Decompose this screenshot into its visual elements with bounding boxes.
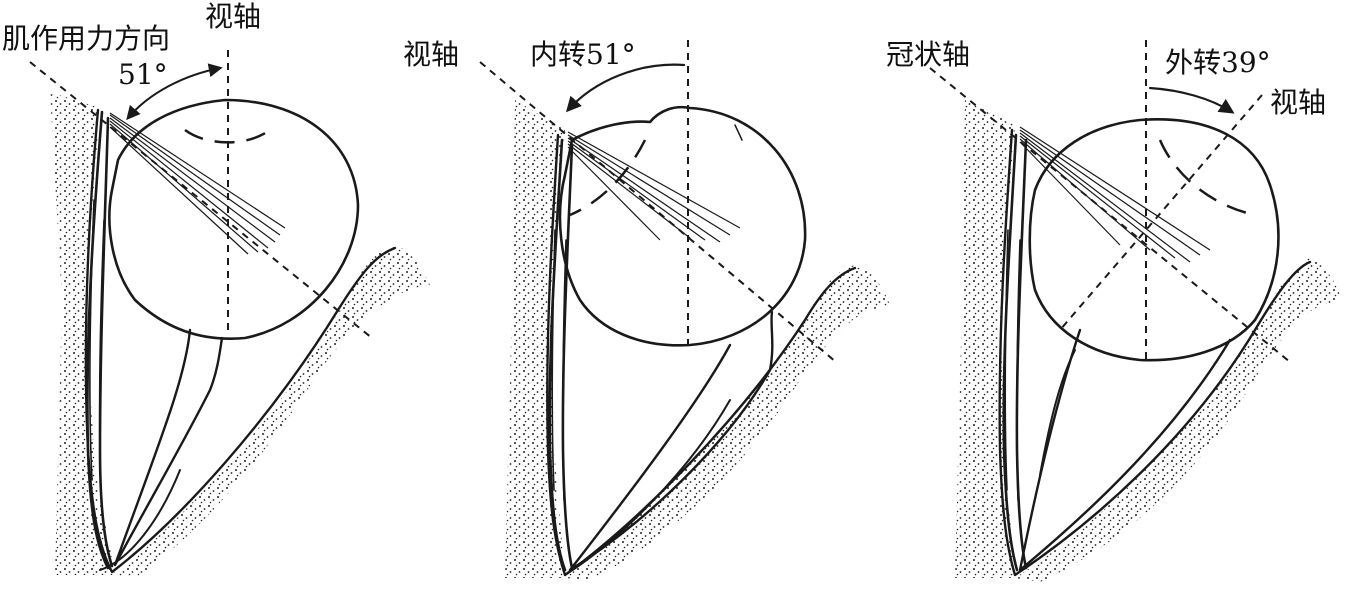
cornea-arc	[569, 139, 647, 217]
eyeball	[558, 105, 807, 347]
panel-3: 冠状轴 外转39° 视轴	[886, 38, 1342, 582]
panel-1: 肌作用力方向 视轴 51°	[2, 0, 430, 578]
rotation-arrow	[1148, 86, 1235, 114]
label-angle: 51°	[118, 58, 168, 91]
muscle-band	[548, 138, 567, 572]
angle-arc	[126, 63, 223, 121]
label-rotation: 内转51°	[530, 38, 636, 71]
visual-axis-line	[1059, 94, 1263, 331]
label-visual-axis: 视轴	[205, 0, 261, 33]
cornea-arc	[184, 128, 271, 144]
tendon-fan	[567, 131, 741, 243]
optic-nerve	[113, 328, 224, 567]
eyeball	[1028, 118, 1280, 362]
rotation-arrow	[565, 63, 686, 113]
eyeball	[108, 98, 360, 340]
label-rotation: 外转39°	[1165, 46, 1271, 79]
orbit-floor-right	[1015, 258, 1342, 582]
label-coronal-axis: 冠状轴	[886, 38, 970, 71]
label-visual-axis: 视轴	[1270, 86, 1326, 119]
optic-nerve	[568, 310, 774, 572]
optic-nerve	[1018, 328, 1232, 572]
orbit-inner-line	[84, 108, 397, 574]
panel-2: 视轴 内转51°	[403, 38, 890, 580]
tendon-fan	[109, 112, 286, 255]
muscle-band	[1002, 133, 1019, 572]
muscle-band	[86, 110, 110, 570]
muscle-action-line	[29, 61, 373, 339]
orbit-wall-left	[50, 92, 115, 575]
label-visual-axis: 视轴	[403, 38, 459, 71]
label-muscle-direction: 肌作用力方向	[2, 22, 170, 55]
tendon-fan	[1019, 126, 1211, 263]
orbit-floor-right	[115, 245, 430, 578]
cornea-arc	[1158, 139, 1256, 217]
